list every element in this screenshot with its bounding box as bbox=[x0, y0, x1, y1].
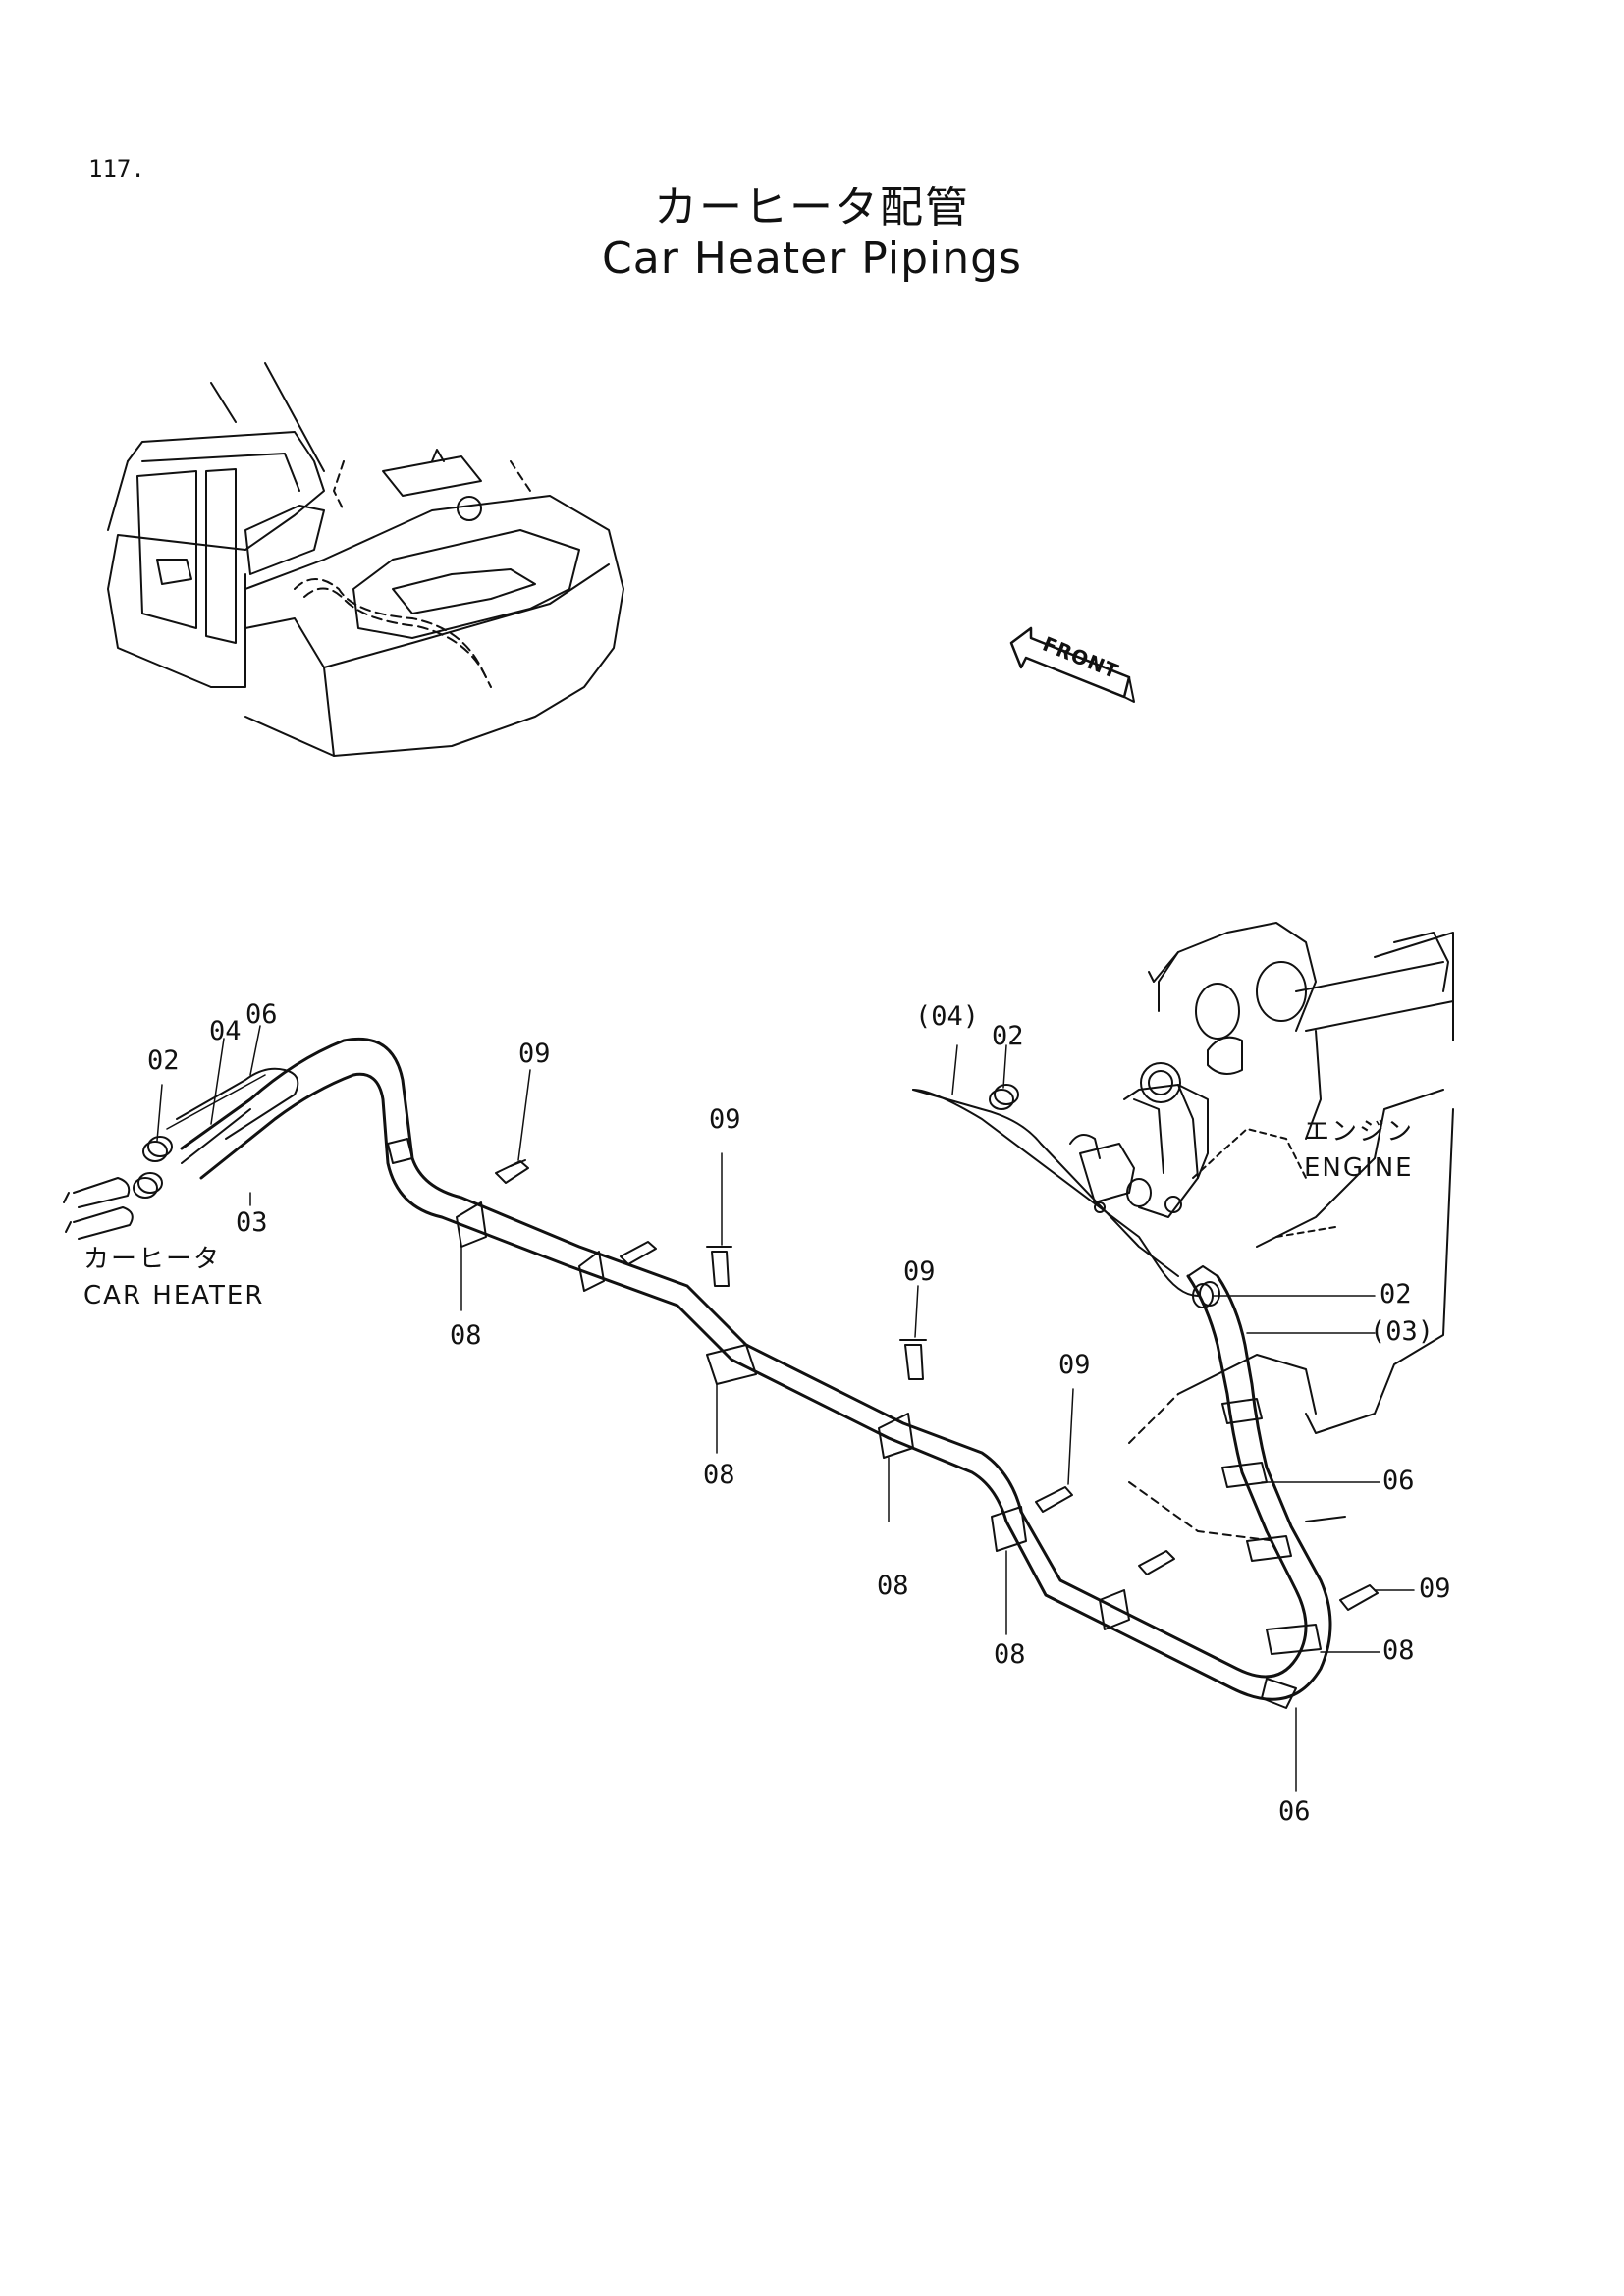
pipe-clamps bbox=[387, 1084, 1322, 1709]
engine-illustration bbox=[1069, 922, 1454, 1542]
callout-08: 08 bbox=[877, 1571, 909, 1601]
leader-lines bbox=[156, 1025, 1415, 1792]
callout-08: 08 bbox=[1382, 1635, 1415, 1666]
callout-03: 03 bbox=[236, 1207, 268, 1238]
callout-08: 08 bbox=[450, 1320, 482, 1351]
front-arrow-icon bbox=[1009, 626, 1135, 703]
page-number: 117. bbox=[88, 155, 145, 183]
callout-09: 09 bbox=[903, 1256, 936, 1287]
callout-09: 09 bbox=[1058, 1350, 1091, 1380]
callout-06: 06 bbox=[1382, 1466, 1415, 1496]
callout-09: 09 bbox=[1419, 1574, 1451, 1604]
car-heater-illustration bbox=[63, 1136, 173, 1240]
callout-02: 02 bbox=[147, 1045, 180, 1076]
engine-label-jp: エンジン bbox=[1304, 1117, 1415, 1147]
car-heater-label-jp: カーヒータ bbox=[83, 1245, 222, 1274]
bolts bbox=[495, 1159, 1379, 1611]
car-heater-label-en: CAR HEATER bbox=[83, 1281, 265, 1310]
callout-06: 06 bbox=[245, 999, 278, 1030]
heater-pipes bbox=[166, 1037, 1332, 1701]
engine-label-en: ENGINE bbox=[1304, 1153, 1414, 1183]
callout-02: 02 bbox=[992, 1021, 1024, 1051]
callout-08: 08 bbox=[703, 1460, 735, 1490]
callout-04-ref: (04) bbox=[915, 1001, 980, 1032]
callout-03-ref: (03) bbox=[1370, 1316, 1435, 1347]
callout-09: 09 bbox=[709, 1104, 741, 1135]
title-english: Car Heater Pipings bbox=[602, 234, 1022, 284]
callout-06: 06 bbox=[1278, 1796, 1311, 1827]
callout-04: 04 bbox=[209, 1016, 242, 1046]
excavator-illustration bbox=[107, 362, 624, 757]
title-japanese: カーヒータ配管 bbox=[654, 183, 970, 233]
callout-08: 08 bbox=[994, 1639, 1026, 1670]
callout-02: 02 bbox=[1380, 1279, 1412, 1309]
callout-09: 09 bbox=[518, 1039, 551, 1069]
